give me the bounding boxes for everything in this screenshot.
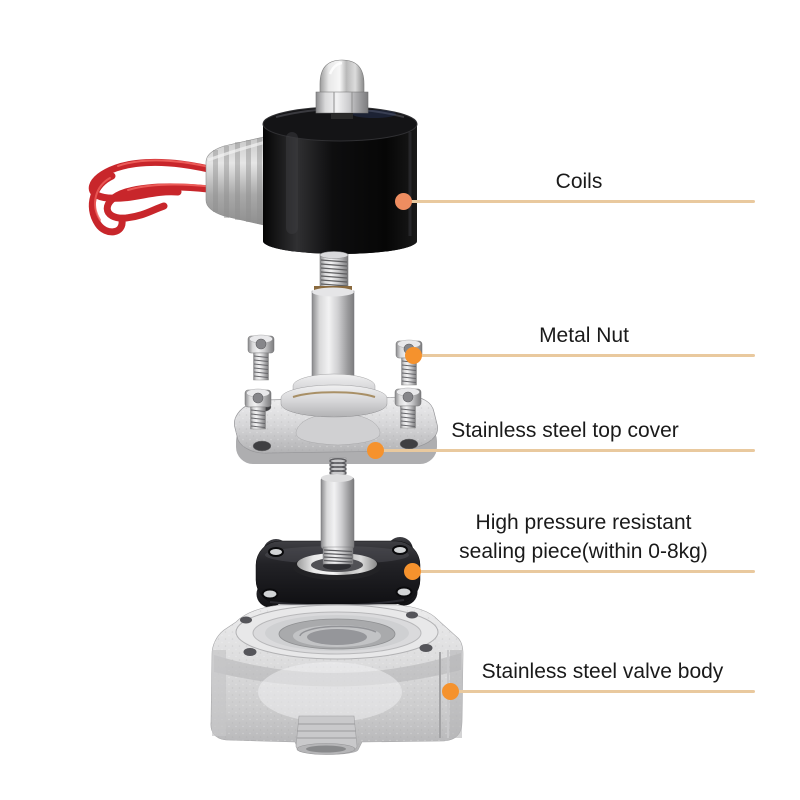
- screw-lower-right: [394, 387, 422, 429]
- label-sealing-piece-line1: High pressure resistant: [475, 511, 692, 534]
- label-sealing-piece-line2: sealing piece(within 0-8kg): [459, 540, 708, 563]
- screw-lower-left: [244, 388, 272, 430]
- leader-line: [403, 200, 755, 203]
- annotation-sealing-piece: High pressure resistant sealing piece(wi…: [404, 505, 755, 580]
- label-valve-body: Stainless steel valve body: [481, 660, 724, 683]
- leader-dot: [395, 193, 412, 210]
- label-top-cover: Stainless steel top cover: [451, 419, 679, 442]
- annotation-coils: Coils: [395, 165, 755, 210]
- leader-dot: [367, 442, 384, 459]
- leader-line: [450, 690, 755, 693]
- label-sealing-piece: High pressure resistant sealing piece(wi…: [412, 508, 755, 566]
- leader-dot: [442, 683, 459, 700]
- annotation-top-cover: Stainless steel top cover: [367, 414, 755, 459]
- screw-upper-left: [247, 334, 275, 381]
- leader-dot: [405, 347, 422, 364]
- leader-line: [375, 449, 755, 452]
- label-metal-nut: Metal Nut: [539, 324, 629, 347]
- armature-stud: [319, 251, 349, 289]
- mounting-screws: [244, 334, 423, 430]
- acorn-nut: [315, 59, 369, 119]
- label-coils: Coils: [555, 170, 603, 193]
- plunger: [320, 474, 355, 565]
- red-lead-wires: [88, 158, 260, 236]
- leader-line: [412, 570, 755, 573]
- annotation-metal-nut: Metal Nut: [405, 319, 755, 364]
- annotation-valve-body: Stainless steel valve body: [442, 655, 755, 700]
- solenoid-coil: [262, 106, 418, 254]
- armature-tube: [280, 286, 388, 418]
- valve-body: [210, 604, 464, 755]
- cable-gland-connector: [205, 135, 269, 227]
- leader-line: [413, 354, 755, 357]
- leader-dot: [404, 563, 421, 580]
- stainless-top-cover: [234, 396, 438, 464]
